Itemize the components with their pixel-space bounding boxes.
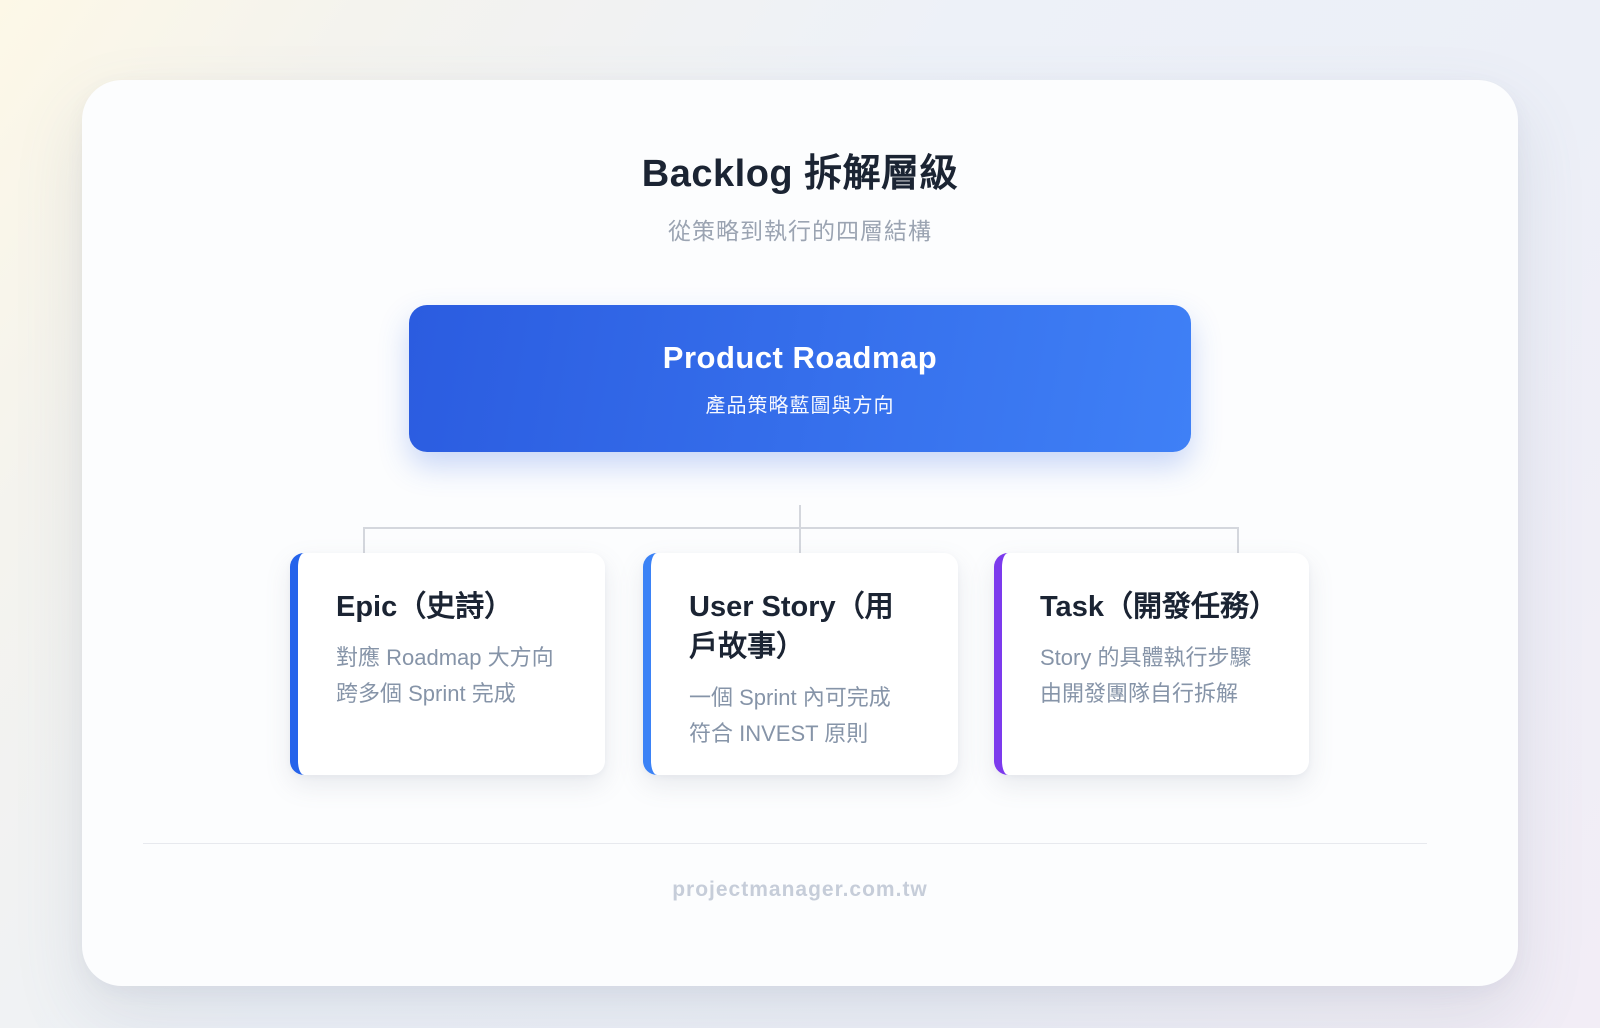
page-title: Backlog 拆解層級 — [641, 153, 959, 195]
diagram-canvas: Backlog 拆解層級 從策略到執行的四層結構 Product Roadmap… — [82, 80, 1518, 986]
node-card-description: 對應 Roadmap 大方向 跨多個 Sprint 完成 — [336, 640, 569, 712]
node-card-description: Story 的具體執行步驟 由開發團隊自行拆解 — [1040, 640, 1273, 712]
description-line: 對應 Roadmap 大方向 — [336, 645, 554, 671]
description-line: 由開發團隊自行拆解 — [1040, 681, 1239, 707]
root-node-subtitle: 產品策略藍圖與方向 — [705, 394, 895, 417]
node-card-epic: Epic（史詩） 對應 Roadmap 大方向 跨多個 Sprint 完成 — [290, 553, 605, 775]
page-subtitle: 從策略到執行的四層結構 — [668, 218, 932, 244]
root-node-title: Product Roadmap — [662, 339, 938, 375]
node-card-description: 一個 Sprint 內可完成 符合 INVEST 原則 — [689, 680, 922, 752]
footer-divider — [143, 843, 1427, 844]
footer-watermark: projectmanager.com.tw — [672, 878, 928, 901]
root-node-product-roadmap: Product Roadmap 產品策略藍圖與方向 — [409, 305, 1191, 452]
node-card-task: Task（開發任務） Story 的具體執行步驟 由開發團隊自行拆解 — [994, 553, 1309, 775]
description-line: 一個 Sprint 內可完成 — [689, 685, 891, 711]
node-card-title: Epic（史詩） — [336, 591, 514, 623]
description-line: Story 的具體執行步驟 — [1040, 645, 1252, 671]
connector-horizontal — [363, 527, 1239, 529]
node-card-title: Task（開發任務） — [1040, 591, 1278, 623]
node-card-user-story: User Story（用戶故事） 一個 Sprint 內可完成 符合 INVES… — [643, 553, 958, 775]
connector-drop-right — [1237, 527, 1239, 555]
connector-stub-vertical — [799, 505, 801, 555]
description-line: 跨多個 Sprint 完成 — [336, 681, 516, 707]
description-line: 符合 INVEST 原則 — [689, 721, 869, 747]
connector-drop-left — [363, 527, 365, 555]
node-card-title: User Story（用戶故事） — [689, 591, 894, 664]
